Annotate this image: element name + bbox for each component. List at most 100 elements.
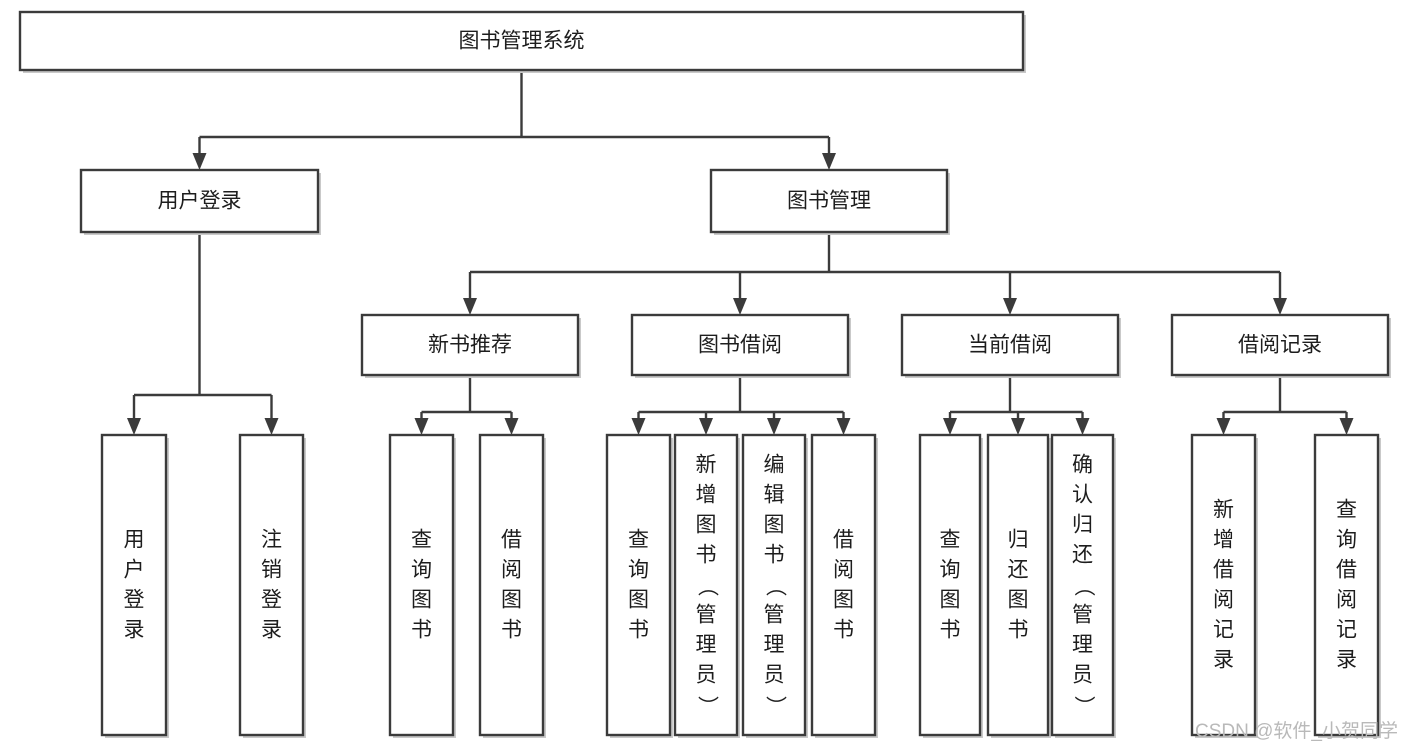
node-label-new-book-recommend: 新书推荐 <box>428 334 512 357</box>
labels-layer: 图书管理系统用户登录图书管理新书推荐图书借阅当前借阅借阅记录用户登录注销登录查询… <box>124 30 1358 717</box>
node-box-leaf-query-record[interactable] <box>1313 433 1380 737</box>
label-glyph: 认 <box>1072 484 1093 507</box>
csdn-watermark: CSDN @软件_小贺同学 <box>1195 720 1398 742</box>
connectors-layer <box>127 70 1354 435</box>
label-glyph: 管 <box>764 604 785 627</box>
node-box-user-login[interactable] <box>79 168 320 234</box>
connector-arrowhead <box>463 298 477 315</box>
label-glyph: 询 <box>940 559 961 582</box>
node-box-book-management[interactable] <box>709 168 949 234</box>
node-box-leaf-add-record[interactable] <box>1190 433 1257 737</box>
label-glyph: 新 <box>696 454 717 477</box>
node-box-leaf-query-book-3[interactable] <box>918 433 982 737</box>
connector-arrowhead <box>943 418 957 435</box>
label-glyph: 阅 <box>833 559 854 582</box>
label-glyph: 借 <box>1213 559 1234 582</box>
node-label-leaf-user-login: 用户登录 <box>124 529 145 642</box>
connector-arrowhead <box>1216 418 1231 435</box>
label-glyph: ） <box>763 696 786 717</box>
connector-arrowhead <box>1339 418 1354 435</box>
label-glyph: 询 <box>628 559 649 582</box>
label-glyph: 图 <box>628 589 649 612</box>
label-glyph: 员 <box>764 664 785 687</box>
connector-arrowhead <box>264 418 279 435</box>
connector-arrowhead <box>1273 298 1287 315</box>
label-glyph: 辑 <box>764 484 785 507</box>
label-glyph: 图 <box>833 589 854 612</box>
label-glyph: 理 <box>1072 634 1093 657</box>
connector-arrowhead <box>414 418 429 435</box>
connector-arrowhead <box>733 298 747 315</box>
label-glyph: 用 <box>124 529 145 552</box>
boxes-layer <box>18 10 1391 738</box>
label-glyph: 记 <box>1213 619 1234 642</box>
connector-arrowhead <box>504 418 519 435</box>
label-glyph: 询 <box>1336 529 1357 552</box>
label-glyph: 户 <box>124 559 145 582</box>
connector-arrowhead <box>127 418 141 435</box>
label-glyph: 图 <box>1008 589 1029 612</box>
label-glyph: 确 <box>1072 454 1093 477</box>
label-glyph: 记 <box>1336 619 1357 642</box>
node-box-leaf-query-book-2[interactable] <box>605 433 672 737</box>
label-glyph: 注 <box>261 529 282 552</box>
label-glyph: 理 <box>764 634 785 657</box>
connector-arrowhead <box>822 153 836 170</box>
node-box-leaf-query-book-1[interactable] <box>388 433 455 737</box>
label-glyph: （ <box>695 576 718 597</box>
label-glyph: 员 <box>1072 664 1093 687</box>
node-box-leaf-confirm-return[interactable] <box>1050 433 1115 737</box>
node-label-book-borrow: 图书借阅 <box>698 334 782 357</box>
node-box-leaf-return-book[interactable] <box>986 433 1050 737</box>
connector-arrowhead <box>767 418 781 435</box>
label-glyph: 管 <box>696 604 717 627</box>
label-glyph: 阅 <box>1213 589 1234 612</box>
node-box-borrow-record[interactable] <box>1170 313 1390 377</box>
label-glyph: 增 <box>1213 529 1234 552</box>
label-glyph: 阅 <box>1336 589 1357 612</box>
node-box-leaf-borrow-book-1[interactable] <box>478 433 545 737</box>
node-label-book-management: 图书管理 <box>787 190 871 213</box>
node-box-new-book-recommend[interactable] <box>360 313 580 377</box>
connector-arrowhead <box>1011 418 1025 435</box>
node-box-leaf-edit-book[interactable] <box>741 433 807 737</box>
label-glyph: 阅 <box>501 559 522 582</box>
label-glyph: 书 <box>833 619 854 642</box>
connector-arrowhead <box>192 153 207 170</box>
node-label-user-login: 用户登录 <box>158 190 242 213</box>
label-glyph: 图 <box>411 589 432 612</box>
label-glyph: 登 <box>124 589 145 612</box>
label-glyph: 借 <box>833 529 854 552</box>
node-box-root[interactable] <box>18 10 1025 72</box>
node-label-root: 图书管理系统 <box>459 30 585 53</box>
connector-arrowhead <box>836 418 851 435</box>
label-glyph: 书 <box>411 619 432 642</box>
label-glyph: ） <box>695 696 718 717</box>
node-box-leaf-user-login[interactable] <box>100 433 168 737</box>
label-glyph: 录 <box>124 619 145 642</box>
label-glyph: 理 <box>696 634 717 657</box>
connector-arrowhead <box>699 418 713 435</box>
node-box-leaf-borrow-book-2[interactable] <box>810 433 877 737</box>
label-glyph: 新 <box>1213 499 1234 522</box>
node-box-leaf-user-logout[interactable] <box>238 433 305 737</box>
label-glyph: 查 <box>1336 499 1357 522</box>
label-glyph: 归 <box>1008 529 1029 552</box>
node-box-current-borrow[interactable] <box>900 313 1120 377</box>
node-box-leaf-add-book[interactable] <box>673 433 739 737</box>
label-glyph: 借 <box>1336 559 1357 582</box>
label-glyph: 查 <box>411 529 432 552</box>
label-glyph: 编 <box>764 454 785 477</box>
node-box-book-borrow[interactable] <box>630 313 850 377</box>
